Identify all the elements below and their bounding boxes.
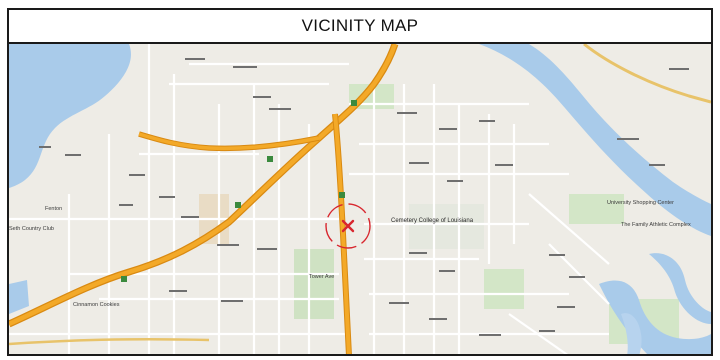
campus-area xyxy=(409,204,484,249)
lagoon xyxy=(599,280,711,354)
lagoon-channel xyxy=(649,253,711,324)
lake-cove xyxy=(69,44,99,62)
interstate xyxy=(9,44,398,327)
lake-west xyxy=(9,44,131,188)
country-club-label: Seth Country Club xyxy=(9,226,54,232)
park-area xyxy=(294,249,334,319)
map-title: VICINITY MAP xyxy=(301,16,419,35)
park-area xyxy=(484,269,524,309)
highway-shield xyxy=(121,276,127,282)
arterial xyxy=(333,113,351,354)
highway-shield xyxy=(351,100,357,106)
vicinity-map-frame: VICINITY MAP xyxy=(7,8,713,356)
site-circle xyxy=(325,203,371,249)
highway-shield xyxy=(339,192,345,198)
park-area xyxy=(569,194,624,224)
street-name-marks xyxy=(39,58,689,336)
map-canvas[interactable]: Fenton Seth Country Club Cinnamon Cookie… xyxy=(9,44,711,354)
complex-label: The Family Athletic Complex xyxy=(621,222,691,228)
title-bar: VICINITY MAP xyxy=(9,10,711,44)
highway-shield xyxy=(267,156,273,162)
southern-road xyxy=(9,337,210,346)
highway-northeast xyxy=(583,44,711,104)
park-label: Cinnamon Cookies xyxy=(73,302,120,308)
highway-branch xyxy=(138,132,320,151)
x-marker-icon xyxy=(341,219,355,233)
river xyxy=(479,44,711,236)
map-area[interactable]: Fenton Seth Country Club Cinnamon Cookie… xyxy=(9,44,711,354)
lake-label: Fenton xyxy=(45,206,62,212)
highway-shield xyxy=(235,202,241,208)
pond-west xyxy=(9,280,29,314)
tower-label: Tower Ave xyxy=(309,274,334,280)
lagoon-inlet xyxy=(621,313,642,354)
map-labels: Fenton Seth Country Club Cinnamon Cookie… xyxy=(9,200,691,308)
site-marker[interactable] xyxy=(325,203,371,249)
cemetery-label: Cemetery College of Louisiana xyxy=(391,218,474,224)
shopping-label: University Shopping Center xyxy=(607,200,674,206)
water-bodies xyxy=(9,44,711,354)
highways xyxy=(9,44,711,354)
